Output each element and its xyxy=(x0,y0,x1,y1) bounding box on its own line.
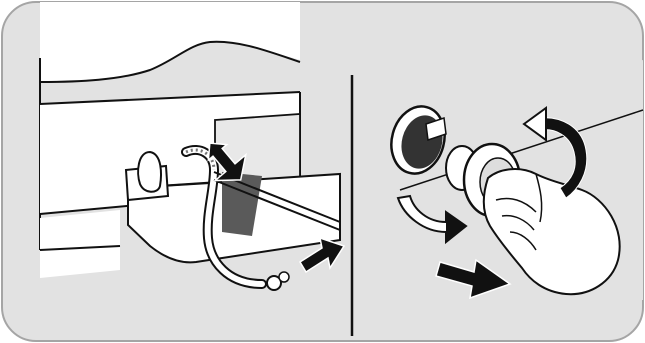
hose-clip xyxy=(138,152,161,192)
machine-plinth xyxy=(40,210,120,278)
hose-plug-cap xyxy=(279,272,289,282)
